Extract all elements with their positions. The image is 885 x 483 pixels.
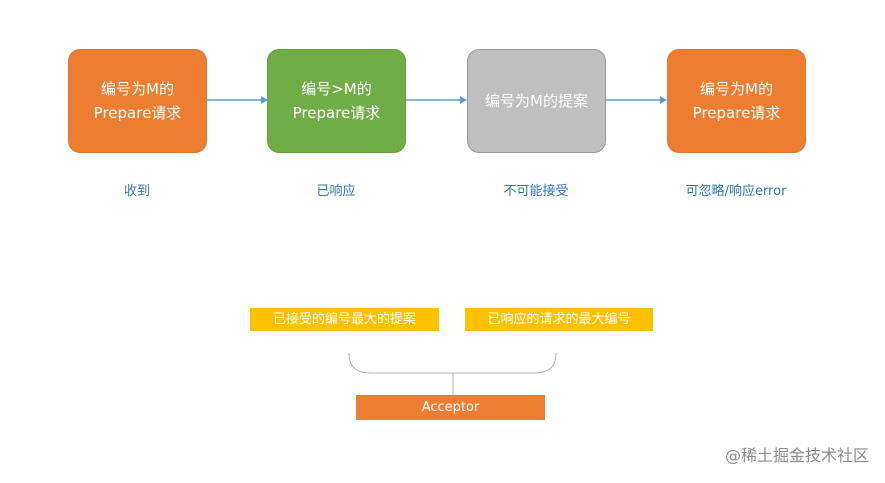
accepted-proposal-tag: 已接受的编号最大的提案 <box>250 308 439 331</box>
step-1-box: 编号为M的 Prepare请求 <box>68 49 207 153</box>
arrow-1 <box>207 96 268 104</box>
step-4-caption: 可忽略/响应error <box>685 184 787 199</box>
arrow-3 <box>606 96 667 104</box>
brace-connector <box>348 352 557 395</box>
step-3-caption: 不可能接受 <box>503 184 569 199</box>
acceptor-box: Acceptor <box>356 395 545 420</box>
step-3-box: 编号为M的提案 <box>467 49 606 153</box>
step-4-box: 编号为M的 Prepare请求 <box>667 49 806 153</box>
step-1-label: 编号为M的 Prepare请求 <box>93 80 182 122</box>
watermark: @稀土掘金技术社区 <box>724 446 869 465</box>
step-2-caption: 已响应 <box>316 184 356 199</box>
step-2-label: 编号>M的 Prepare请求 <box>292 80 381 122</box>
step-1-caption: 收到 <box>123 184 150 199</box>
step-2-box: 编号>M的 Prepare请求 <box>267 49 406 153</box>
responded-number-tag: 已响应的请求的最大编号 <box>465 308 653 331</box>
arrow-2 <box>406 96 467 104</box>
step-3-label: 编号为M的提案 <box>485 92 588 110</box>
step-4-label: 编号为M的 Prepare请求 <box>692 80 781 122</box>
